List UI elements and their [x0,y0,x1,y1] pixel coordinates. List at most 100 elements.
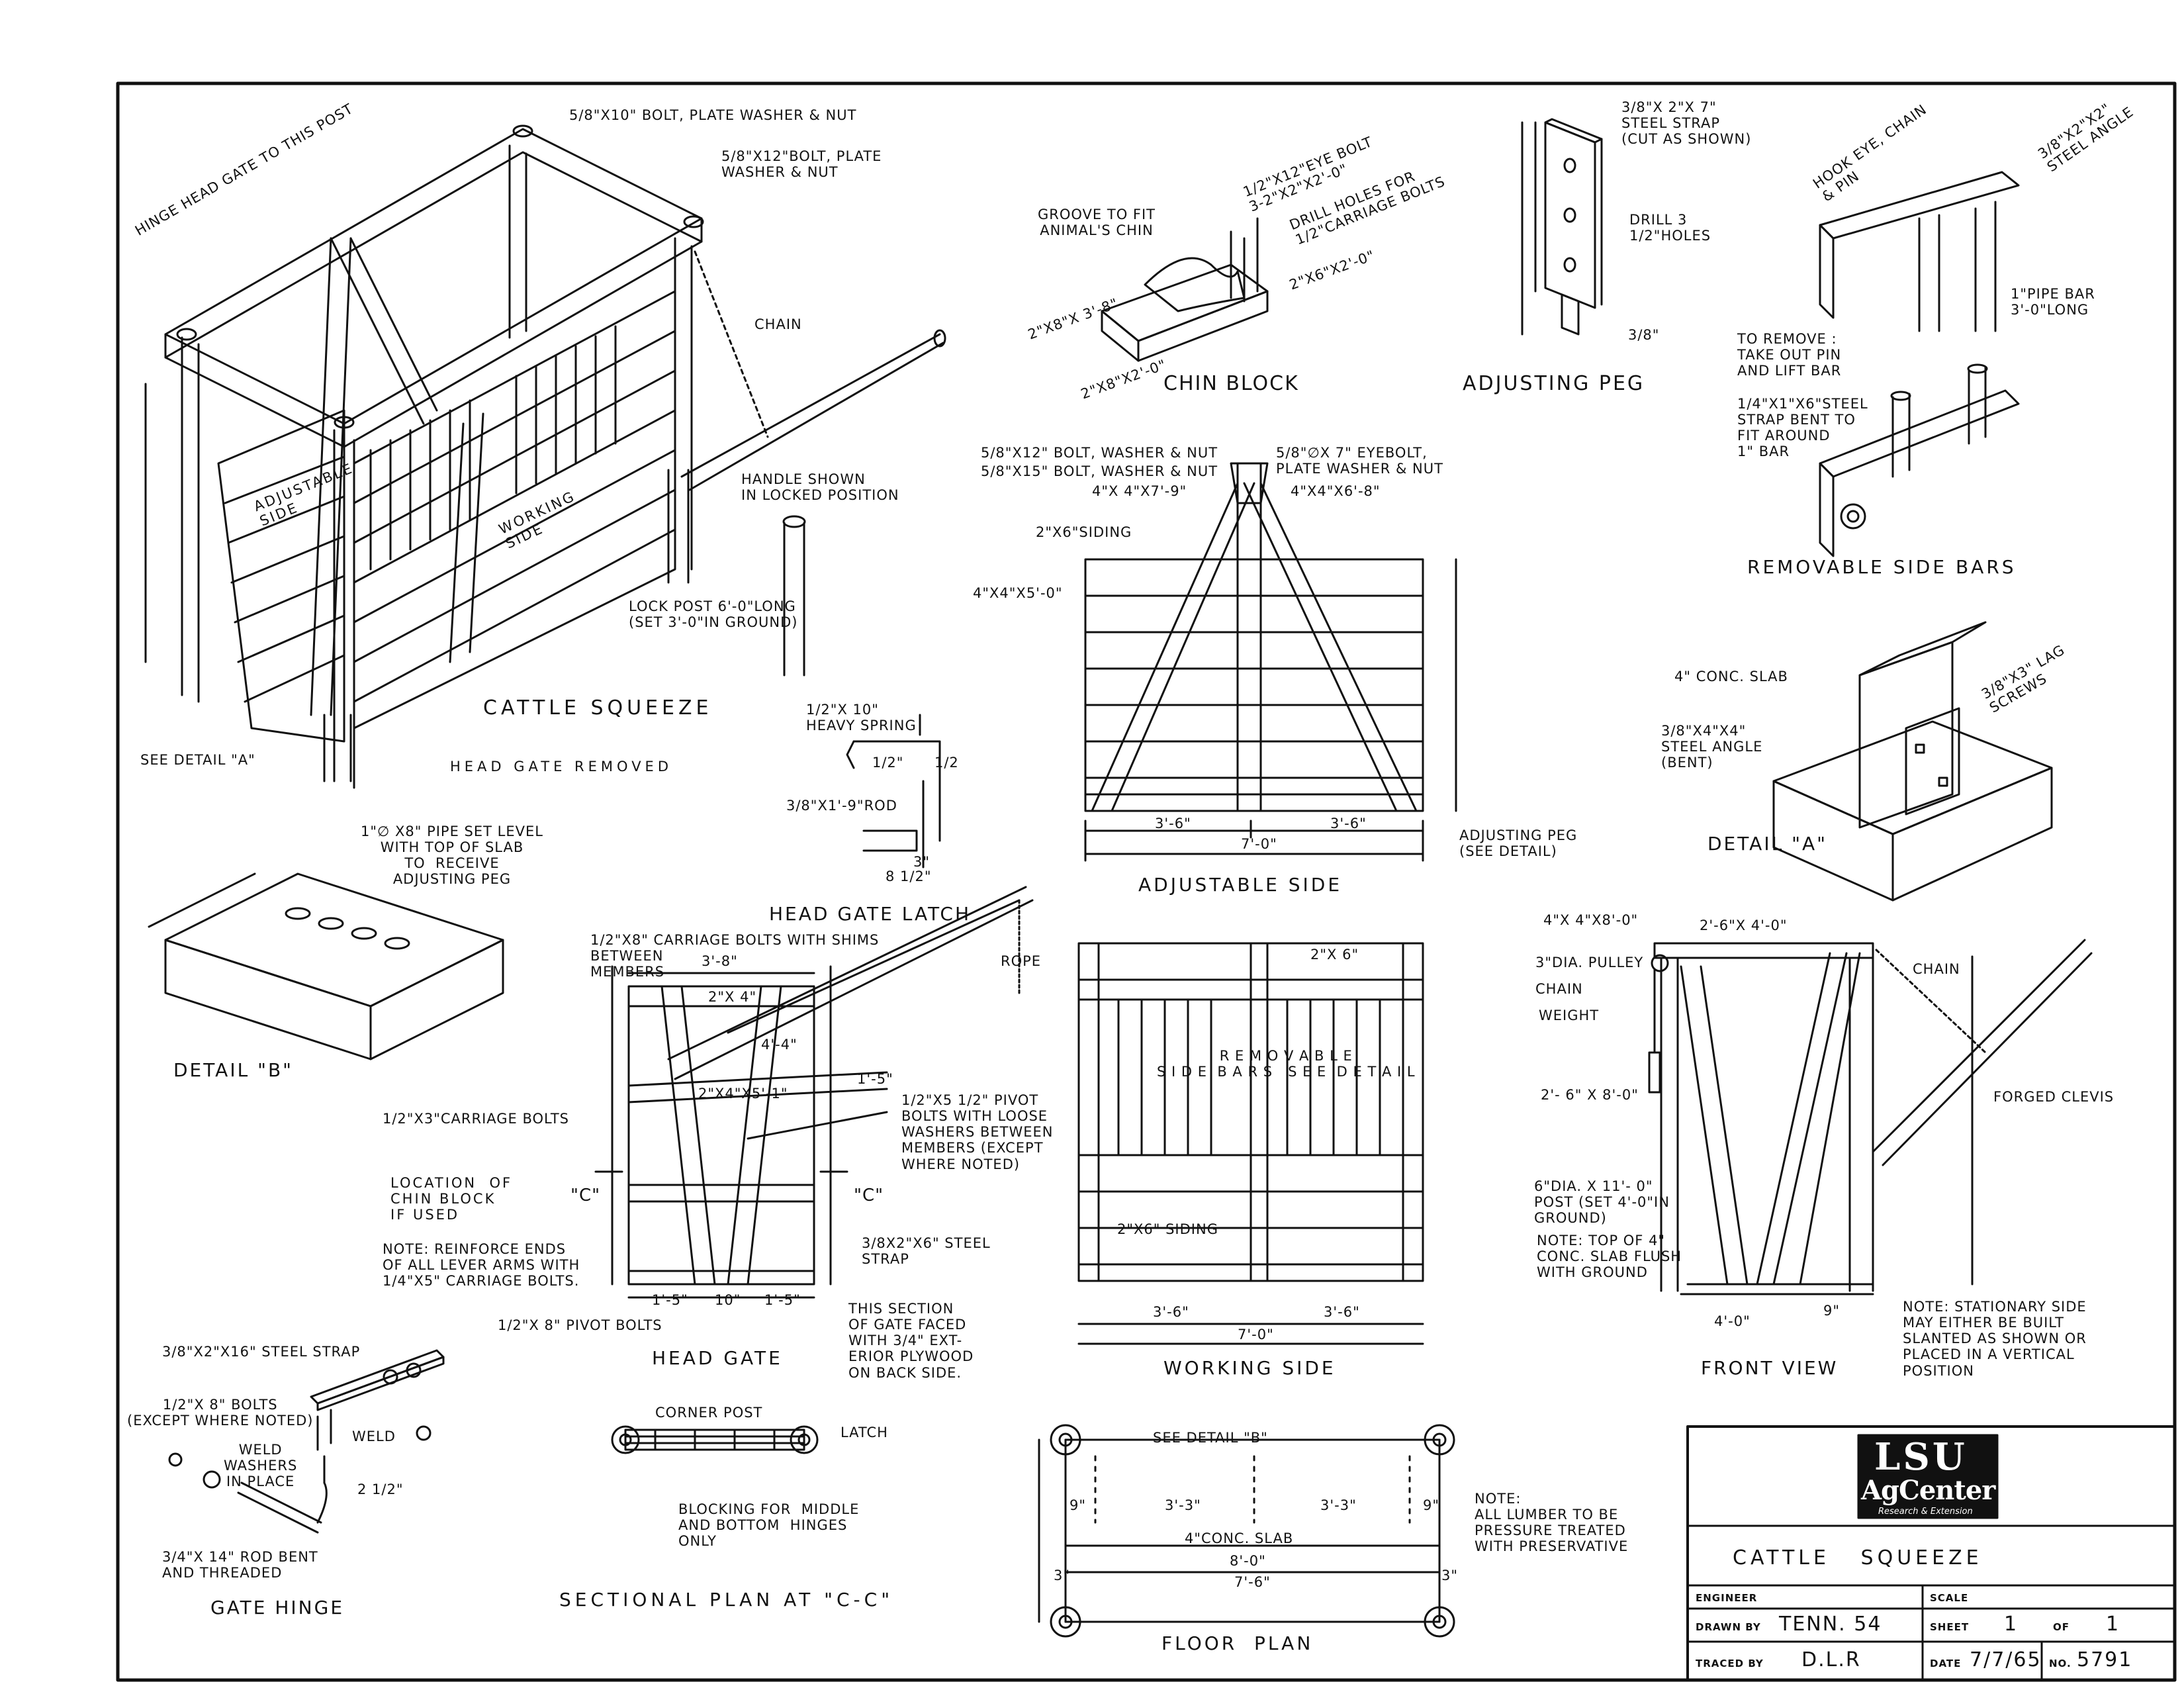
drawing-no-label: NO. [2049,1658,2071,1669]
ws-dim-total: 7'-0" [1238,1327,1274,1342]
hg-chin: LOCATION OF CHIN BLOCK IF USED [390,1175,513,1223]
hg-carriage-label: 1/2"X8" CARRIAGE BOLTS WITH SHIMS BETWEE… [590,932,880,980]
chin-block-drawing [1101,217,1269,362]
head-gate-drawing [594,886,1034,1299]
fp-d3a: 3" [1054,1568,1071,1583]
working-side-drawing [1077,942,1424,1345]
scale-label: SCALE [1930,1592,1969,1604]
gh-weld: WELD [352,1429,396,1444]
fv-chain-right: CHAIN [1913,961,1960,977]
sp-blocking: BLOCKING FOR MIDDLE AND BOTTOM HINGES ON… [678,1501,860,1550]
adj-dim-right: 3'-6" [1330,816,1367,831]
removable-side-bars-title: REMOVABLE SIDE BARS [1747,556,2017,578]
adjustable-side-title: ADJUSTABLE SIDE [1138,874,1343,896]
working-side-title: WORKING SIDE [1163,1357,1336,1379]
sp-latch: LATCH [841,1425,888,1440]
engineer-label: ENGINEER [1696,1592,1758,1604]
hg-cb3: 1/2"X3"CARRIAGE BOLTS [383,1111,570,1127]
ws-dim-left: 3'-6" [1153,1304,1189,1320]
sheet-value: 1 [2004,1613,2019,1636]
gh-washers: WELD WASHERS IN PLACE [224,1442,298,1490]
head-gate-latch-drawing [846,714,941,868]
sheet-label: SHEET [1930,1621,1970,1633]
latch-rod-label: 3/8"X1'-9"ROD [786,798,897,814]
gate-hinge-title: GATE HINGE [210,1597,345,1618]
ws-dim-right: 3'-6" [1324,1304,1360,1320]
chin-block-title: CHIN BLOCK [1163,372,1299,395]
fv-post: 4"X 4"X8'-0" [1543,912,1639,928]
traced-by-value: D.L.R [1801,1648,1861,1671]
fv-top: 2'-6"X 4'-0" [1700,917,1788,933]
gate-hinge-drawing [168,1349,445,1534]
agcenter-logo-text: AgCenter [1861,1475,1995,1506]
fv-weight: WEIGHT [1539,1008,1600,1023]
detail-a-drawing [1772,621,2053,902]
latch-d3: 3" [913,854,931,870]
sheet-border [116,81,2177,1682]
hg-top: 2"X 4" [708,989,757,1005]
fp-d80: 8'-0" [1230,1553,1266,1569]
head-gate-title: HEAD GATE [652,1347,783,1369]
adj-bolt15-label: 5/8"X15" BOLT, WASHER & NUT [981,463,1218,479]
chain-label: CHAIN [754,316,802,332]
ws-top: 2"X 6" [1310,947,1359,962]
title-block [1686,1425,2176,1681]
adj-peg-label: ADJUSTING PEG (SEE DETAIL) [1459,827,1578,860]
floor-plan-title: FLOOR PLAN [1161,1632,1314,1654]
latch-d2: 1/2 [934,755,959,771]
hg-pivot: 1/2"X5 1/2" PIVOT BOLTS WITH LOOSE WASHE… [901,1092,1054,1172]
drawing-no-value: 5791 [2077,1648,2133,1671]
bolt-10-label: 5/8"X10" BOLT, PLATE WASHER & NUT [569,107,857,123]
date-label: DATE [1930,1658,1962,1669]
hg-pivot8: 1/2"X 8" PIVOT BOLTS [498,1317,662,1333]
fv-pulley: 3"DIA. PULLEY [1535,955,1644,970]
sp-corner: CORNER POST [655,1405,763,1421]
fv-d9: 9" [1823,1303,1841,1319]
hg-b1: 1'-5" [652,1292,688,1308]
fv-side: 2'- 6" X 8'-0" [1541,1087,1639,1103]
lsu-logo-text: LSU [1874,1435,1968,1479]
see-detail-a-label: SEE DETAIL "A" [140,752,255,768]
detail-a-angle-label: 3/8"X4"X4" STEEL ANGLE (BENT) [1661,723,1763,771]
traced-by-label: TRACED BY [1696,1658,1764,1669]
lock-post-label: LOCK POST 6'-0"LONG (SET 3'-0"IN GROUND) [629,598,798,631]
fp-d33a: 3'-3" [1165,1497,1201,1513]
adjustable-side-drawing [1084,462,1457,862]
gh-rod: 3/4"X 14" ROD BENT AND THREADED [162,1549,318,1581]
floor-plan-drawing [1038,1424,1455,1638]
lumber-note: NOTE: ALL LUMBER TO BE PRESSURE TREATED … [1475,1491,1629,1555]
adj-bolt12-label: 5/8"X12" BOLT, WASHER & NUT [981,445,1218,461]
fp-d9b: 9" [1423,1497,1440,1513]
adj-post79-label: 4"X 4"X7'-9" [1092,483,1187,499]
hg-lever: 2"X4"X5'-1" [698,1086,788,1102]
bolt-12-label: 5/8"X12"BOLT, PLATE WASHER & NUT [721,148,882,181]
detail-a-title: DETAIL "A" [1707,833,1828,855]
hg-w44: 4'-4" [761,1037,797,1053]
of-label: OF [2053,1621,2070,1633]
cattle-squeeze-drawing [144,124,946,789]
of-value: 1 [2106,1613,2120,1636]
fp-slab: 4"CONC. SLAB [1185,1530,1294,1546]
fv-d40: 4'-0" [1714,1313,1751,1329]
hg-c1: "C" [570,1186,601,1205]
peg-strap-label: 3/8"X 2"X 7" STEEL STRAP (CUT AS SHOWN) [1621,99,1752,148]
logo-subtext: Research & Extension [1878,1507,1973,1517]
ws-siding: 2"X6" SIDING [1117,1221,1218,1237]
cattle-squeeze-subtitle: HEAD GATE REMOVED [450,759,672,774]
fv-clevis: FORGED CLEVIS [1993,1089,2115,1105]
hg-b3: 1'-5" [764,1292,801,1308]
adj-siding-label: 2"X6"SIDING [1036,524,1132,540]
gh-dim: 2 1/2" [357,1481,404,1497]
date-value: 7/7/65 [1970,1648,2042,1671]
fv-slab: NOTE: TOP OF 4" CONC. SLAB FLUSH WITH GR… [1537,1233,1682,1281]
removable-side-bars-drawing [1819,171,2020,557]
fp-d3b: 3" [1441,1568,1459,1583]
gh-strap: 3/8"X2"X16" STEEL STRAP [162,1344,361,1360]
hg-w38: 3'-8" [702,953,738,969]
front-view-drawing [1648,939,2093,1295]
peg-drill-label: DRILL 3 1/2"HOLES [1629,212,1711,244]
hg-plywood: THIS SECTION OF GATE FACED WITH 3/4" EXT… [848,1301,974,1381]
fp-d33b: 3'-3" [1320,1497,1357,1513]
cattle-squeeze-title: CATTLE SQUEEZE [483,696,713,720]
fv-chain-left: CHAIN [1535,981,1583,997]
